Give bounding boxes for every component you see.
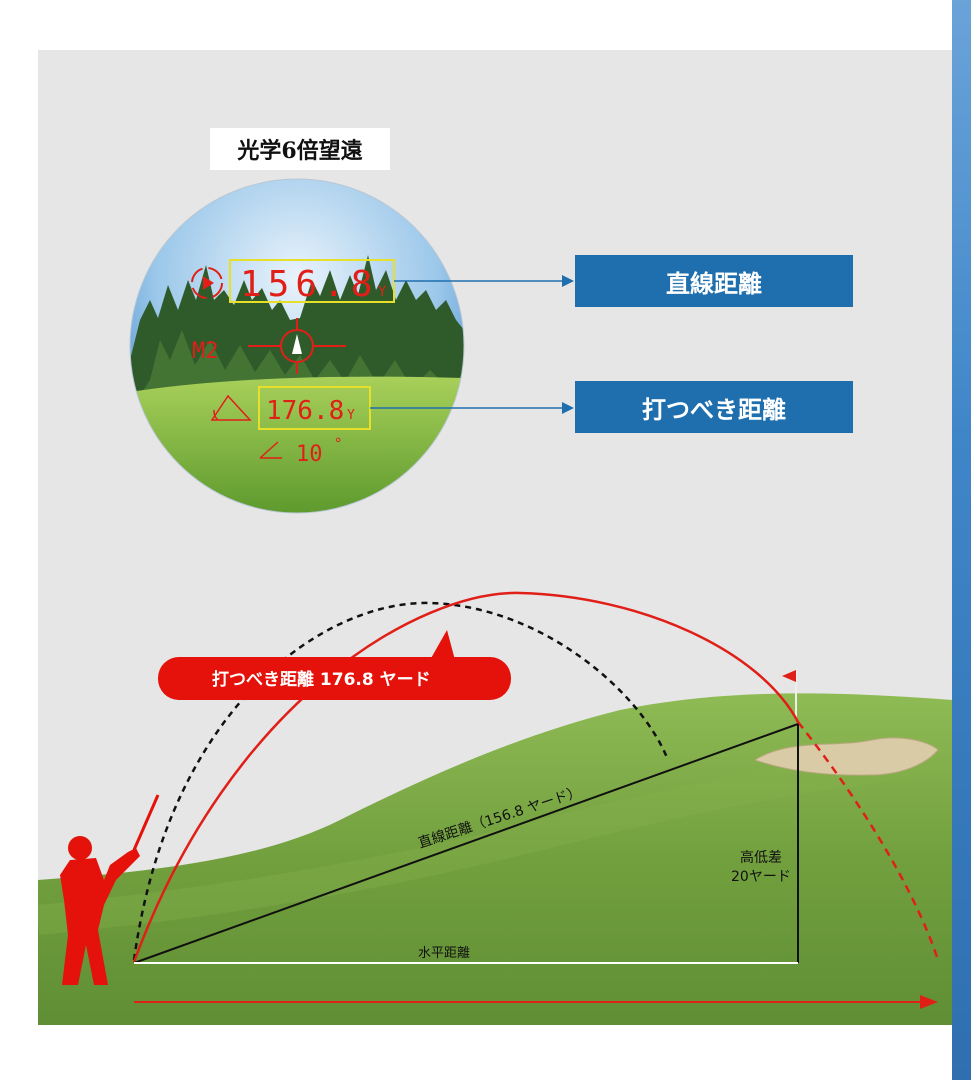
- play-reading: 176.8: [266, 396, 344, 426]
- golf-diagram: 直線距離（156.8 ヤード） 水平距離 高低差 20ヤード: [38, 591, 952, 1025]
- elevation-label-line2: 20ヤード: [731, 869, 791, 885]
- mode-icon: [191, 267, 223, 299]
- zoom-title: 光学6倍望遠: [210, 128, 390, 170]
- angle-unit: °: [334, 436, 342, 452]
- dashed-trajectory: [132, 601, 670, 961]
- mode-code: M2: [192, 339, 219, 364]
- angle-reading: 10: [296, 442, 323, 467]
- slope-icon: [210, 394, 252, 421]
- straight-distance-label: 直線距離: [575, 255, 853, 307]
- straight-reading: 156.8: [240, 264, 378, 305]
- flag: [782, 670, 796, 682]
- angle-icon: [259, 441, 282, 459]
- straight-line: [133, 723, 799, 964]
- play-distance-callout: 打つべき距離 176.8 ヤード: [158, 630, 511, 700]
- straight-reading-unit: Y: [378, 284, 387, 300]
- play-trajectory: [132, 591, 800, 963]
- play-distance-label: 打つべき距離: [575, 381, 853, 433]
- horizontal-label: 水平距離: [418, 946, 470, 961]
- scope-hud: 156.8 Y M2 176.8 Y 10 °: [191, 259, 395, 467]
- hill: [38, 693, 952, 1025]
- bunker: [753, 737, 939, 776]
- golfer-silhouette: [60, 794, 160, 985]
- crosshair-icon: [248, 318, 346, 374]
- connector-arrows: [370, 275, 574, 414]
- right-edge-strip: [952, 0, 971, 1080]
- elevation-label-line1: 高低差: [740, 849, 782, 866]
- play-reading-unit: Y: [347, 408, 355, 423]
- scope-view: 156.8 Y M2 176.8 Y 10 °: [129, 178, 574, 514]
- play-callout-text: 打つべき距離 176.8 ヤード: [212, 669, 431, 690]
